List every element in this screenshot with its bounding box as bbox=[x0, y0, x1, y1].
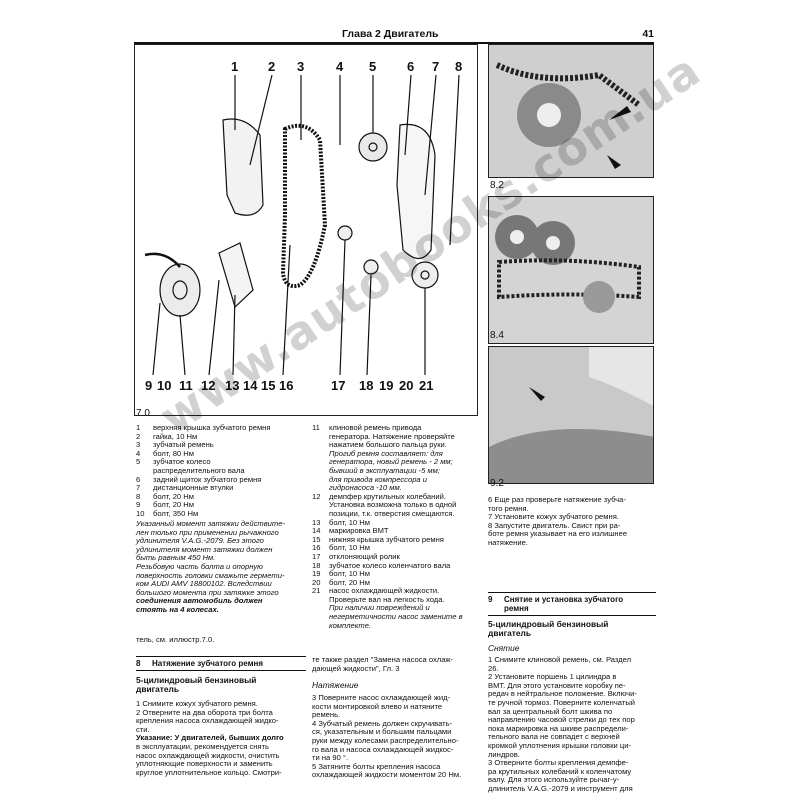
chapter-title: Глава 2 Двигатель bbox=[342, 28, 439, 40]
callout-20: 20 bbox=[399, 378, 413, 393]
callout-5: 5 bbox=[369, 59, 376, 74]
header-rule bbox=[134, 42, 654, 44]
callout-1: 1 bbox=[231, 59, 238, 74]
callout-10: 10 bbox=[157, 378, 171, 393]
callout-3: 3 bbox=[297, 59, 304, 74]
tensioning-subtitle: Натяжение bbox=[312, 680, 359, 690]
photo-9-2-label: 9.2 bbox=[490, 478, 504, 489]
legend-item: распределительного вала bbox=[153, 465, 245, 475]
photo-8-4-image bbox=[489, 197, 653, 343]
torque-note: Указанный момент затяжки действите-лен т… bbox=[136, 519, 285, 614]
photo-8-2 bbox=[488, 44, 654, 178]
callout-16: 16 bbox=[279, 378, 293, 393]
legend-item: зубчатый ремень bbox=[153, 440, 214, 450]
photo-9-2 bbox=[488, 346, 654, 484]
callout-8: 8 bbox=[455, 59, 462, 74]
section-8-continued: те также раздел "Замена насоса охлаж-даю… bbox=[312, 655, 454, 673]
legend-item: болт, 20 Нм bbox=[153, 500, 194, 510]
photo-9-2-image bbox=[489, 347, 653, 483]
callout-13: 13 bbox=[225, 378, 239, 393]
legend-item: зубчатое колесо bbox=[153, 457, 211, 467]
legend-item: болт, 80 Нм bbox=[153, 448, 194, 458]
figure-7-0-label: 7.0 bbox=[136, 408, 150, 419]
photo-8-4 bbox=[488, 196, 654, 344]
callout-15: 15 bbox=[261, 378, 275, 393]
legend-item: задний щиток зубчатого ремня bbox=[153, 474, 262, 484]
callout-21: 21 bbox=[419, 378, 433, 393]
legend-item: гайка, 10 Нм bbox=[153, 431, 198, 441]
photo-8-4-label: 8.4 bbox=[490, 330, 504, 341]
callout-7: 7 bbox=[432, 59, 439, 74]
tensioning-steps: 3 Поверните насос охлаждающей жид-кости … bbox=[312, 693, 462, 780]
photo-8-2-image bbox=[489, 45, 653, 177]
callout-17: 17 bbox=[331, 378, 345, 393]
figure-reference: тель, см. иллюстр.7.0. bbox=[136, 635, 215, 644]
page-header: Глава 2 Двигатель 41 bbox=[134, 28, 654, 42]
legend-item: дистанционные втулки bbox=[153, 483, 234, 493]
callout-18: 18 bbox=[359, 378, 373, 393]
photo-8-2-label: 8.2 bbox=[490, 180, 504, 191]
removal-subtitle: Снятие bbox=[488, 643, 520, 653]
section-8-steps: 1 Снимите кожух зубчатого ремня.2 Отверн… bbox=[136, 699, 284, 777]
right-steps-6-8: 6 Еще раз проверьте натяжение зубча-того… bbox=[488, 495, 628, 547]
callout-4: 4 bbox=[336, 59, 344, 74]
callout-19: 19 bbox=[379, 378, 393, 393]
callout-14: 14 bbox=[243, 378, 258, 393]
callout-2: 2 bbox=[268, 59, 275, 74]
callout-9: 9 bbox=[145, 378, 152, 393]
page-number: 41 bbox=[642, 28, 654, 40]
legend-item: болт, 20 Нм bbox=[153, 491, 194, 501]
callout-11: 11 bbox=[179, 378, 193, 393]
callout-12: 12 bbox=[201, 378, 215, 393]
timing-belt-exploded-drawing: 1 2 3 4 5 6 7 8 9 10 11 12 13 14 15 16 1… bbox=[144, 59, 462, 393]
callout-6: 6 bbox=[407, 59, 414, 74]
legend-item: болт, 350 Нм bbox=[153, 508, 199, 518]
legend-item: верхняя крышка зубчатого ремня bbox=[153, 423, 271, 432]
figure-7-0-exploded-view: 1 2 3 4 5 6 7 8 9 10 11 12 13 14 15 16 1… bbox=[134, 44, 478, 416]
